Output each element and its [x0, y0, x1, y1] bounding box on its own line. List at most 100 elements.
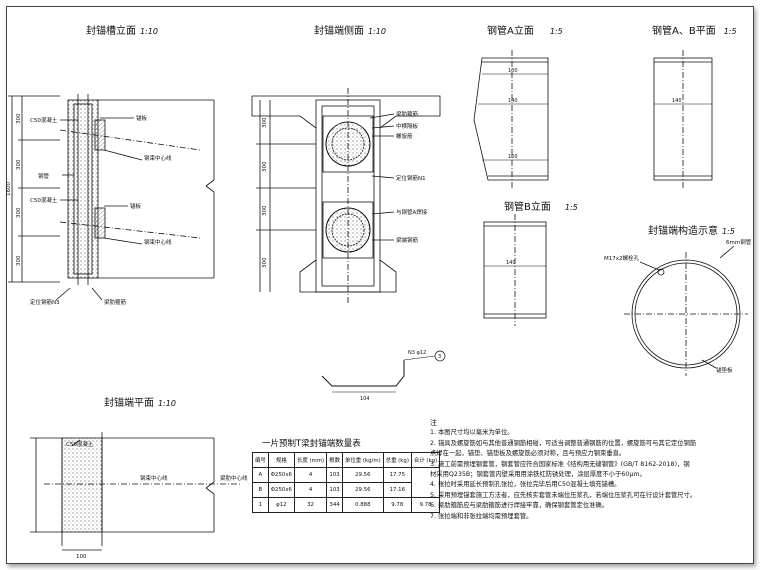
side-view-texts: 梁肋箍筋 中横隔板 螺旋筋 定位钢筋N1 与钢管A焊接 梁端钢筋 300 300… — [262, 110, 428, 268]
label-c50-upper: C50混凝土 — [30, 116, 58, 124]
table-cell: 17.16 — [382, 482, 412, 498]
quantity-table-title: 一片预制T梁封锚端数量表 — [262, 439, 361, 449]
note-item: 1. 本图尺寸均以毫米为单位。 — [430, 429, 514, 437]
n3-bar-texts: N3 φ12 104 3 — [360, 350, 441, 402]
pipe-a-dim-mid: 140 — [508, 98, 518, 104]
plan-dim-left: 100 — [76, 554, 87, 560]
label-end-rebar: 梁端钢筋 — [396, 236, 419, 244]
qty-header-cell: 根数 — [326, 452, 343, 468]
n3-dim: 104 — [360, 396, 370, 402]
side-dim-1: 300 — [262, 117, 268, 128]
note-item: 7. 张拉端和非张拉端均需预埋套管。 — [430, 512, 533, 520]
table-cell: 344 — [326, 497, 343, 513]
plan-label-c50: C50混凝土 — [66, 440, 94, 448]
dim-left-1: 300 — [16, 113, 22, 124]
notes-block: 注 1. 本图尺寸均以毫米为单位。 2. 锚具及螺旋筋如与其他普通钢筋相碰，可适… — [430, 418, 750, 522]
table-cell: 4 — [293, 482, 328, 498]
table-cell: 4 — [293, 467, 328, 483]
pipe-a-dim-bottom: 160 — [508, 154, 518, 160]
note-item: 4. 张拉时采用延长预制孔张拉，张拉完毕后用C50混凝土填充锚槽。 — [430, 481, 621, 489]
plan-view — [30, 432, 240, 551]
table-row: B Φ250x6 4 103 29.56 17.16 — [252, 482, 440, 498]
side-dim-4: 300 — [262, 257, 268, 268]
table-cell — [410, 467, 441, 498]
label-bolt-hole: M17x2螺栓孔 — [604, 254, 639, 262]
front-elevation-view — [8, 94, 215, 301]
pipe-b-dim-mid: 140 — [506, 260, 516, 266]
qty-header-cell: 规格 — [267, 452, 295, 468]
table-cell: 32 — [293, 497, 328, 513]
table-cell: B — [252, 482, 269, 498]
table-cell: 1 — [252, 497, 269, 513]
schematic-texts: M17x2螺栓孔 6mm钢管 锚垫板 — [604, 238, 752, 374]
notes-heading: 注 — [430, 419, 437, 427]
table-cell: 17.75 — [382, 467, 412, 483]
label-strand-center-lower: 钢束中心线 — [144, 238, 172, 246]
label-pipe-welded: 与钢管A焊接 — [396, 208, 428, 216]
quantity-table-header-row: 编号 规格 长度 (mm) 根数 单位重 (kg/m) 总重 (kg) 合计 (… — [252, 452, 441, 468]
pipe-ab-plan-view — [653, 50, 713, 188]
pipe-b-front-view — [483, 214, 547, 326]
n3-bar-detail — [321, 350, 446, 393]
dim-total: 1600 — [6, 182, 12, 196]
table-cell: 9.78 — [382, 497, 412, 513]
table-cell: 103 — [326, 482, 343, 498]
pipe-b-texts: 140 — [506, 260, 516, 266]
note-item: 5. 采用预埋锚套施工方法者，应先核实套管未端位压浆孔，若端位压浆孔可在行设计套… — [430, 491, 697, 499]
label-spiral-2: 螺旋筋 — [396, 132, 413, 140]
table-cell: 29.56 — [341, 482, 384, 498]
table-row: 1 φ12 32 344 0.888 9.78 9.78 — [252, 497, 441, 513]
label-bearing-plate: 锚垫板 — [716, 366, 733, 374]
table-cell: Φ250x6 — [267, 482, 295, 498]
label-anchor-plate-2: 锚板 — [130, 202, 142, 210]
side-view — [251, 88, 441, 304]
pipe-a-front-view — [473, 50, 549, 188]
qty-header-cell: 总重 (kg) — [382, 452, 412, 468]
side-dim-3: 300 — [262, 205, 268, 216]
table-cell: 0.888 — [341, 497, 384, 513]
table-cell: 29.56 — [341, 467, 384, 483]
table-row: A Φ250x6 4 103 29.56 17.75 — [252, 467, 441, 498]
pipe-a-texts: 100 140 160 — [508, 68, 518, 160]
table-cell: 103 — [326, 467, 343, 483]
qty-header-cell: 编号 — [252, 452, 269, 468]
plan-view-texts: C50混凝土 钢束中心线 梁肋中心线 100 — [66, 440, 248, 560]
plan-label-beam-center: 梁肋中心线 — [220, 474, 248, 482]
label-spiral: 梁肋箍筋 — [396, 110, 419, 118]
note-item: 点焊在一起，锚垫、锚垫板及螺旋筋必须对称，且与预应力钢束垂直。 — [430, 450, 626, 458]
label-pipe: 钢管 — [38, 172, 50, 180]
quantity-table: 编号 规格 长度 (mm) 根数 单位重 (kg/m) 总重 (kg) 合计 (… — [252, 452, 441, 513]
label-position-rebar: 定位钢筋N3 — [30, 298, 60, 306]
note-item: 材采用Q235B；钢套管内壁采用用涂铁红防锈处理，涂层厚度不小于60μm。 — [430, 471, 646, 479]
qty-header-cell: 单位重 (kg/m) — [341, 452, 384, 468]
pipe-ab-dim-mid: 140 — [672, 98, 682, 104]
qty-header-cell: 长度 (mm) — [293, 452, 328, 468]
pipe-a-dim-top: 100 — [508, 68, 518, 74]
dim-left-4: 300 — [16, 255, 22, 266]
front-elevation-texts: C50混凝土 C50混凝土 锚板 锚板 钢束中心线 钢束中心线 钢管 定位钢筋N… — [6, 113, 172, 306]
label-diaphragm: 中横隔板 — [396, 122, 419, 130]
note-item: 3. 施工前需预埋钢套管，钢套管应符合国家标准《结构用无缝钢管》(GB/T 81… — [430, 460, 690, 468]
label-pipe-6mm: 6mm钢管 — [726, 238, 752, 246]
plan-label-rebar-center: 钢束中心线 — [140, 474, 168, 482]
side-dim-2: 300 — [262, 161, 268, 172]
dim-left-3: 300 — [16, 207, 22, 218]
n3-label: N3 φ12 — [408, 350, 426, 356]
note-item: 6. 梁肋箍筋应与梁肋箍筋进行焊接牢靠，确保钢套管定位准确。 — [430, 502, 609, 510]
dim-left-2: 300 — [16, 159, 22, 170]
note-item: 2. 锚具及螺旋筋如与其他普通钢筋相碰，可适当调整普通钢筋的位置，螺旋筋可与其它… — [430, 439, 697, 447]
label-strand-center-upper: 钢束中心线 — [144, 154, 172, 162]
label-c50-lower: C50混凝土 — [30, 196, 58, 204]
label-anchor-plate: 锚板 — [136, 114, 148, 122]
schematic-view — [624, 245, 748, 376]
table-cell: 9.78 — [410, 497, 441, 513]
